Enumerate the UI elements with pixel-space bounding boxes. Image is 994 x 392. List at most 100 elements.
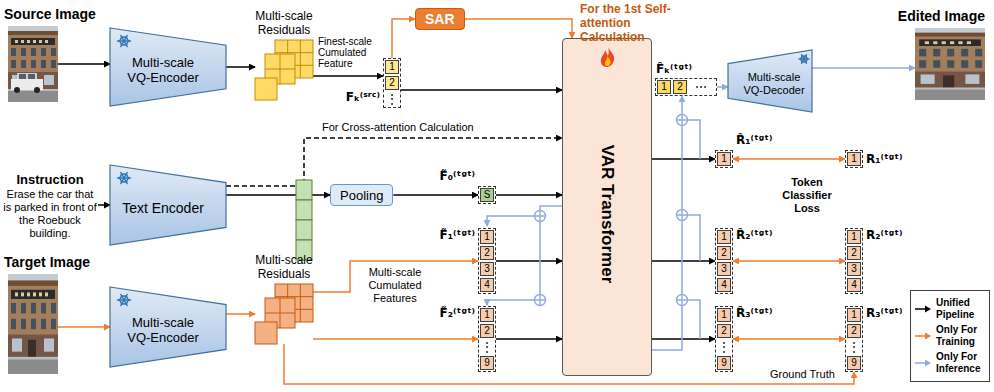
photo-region	[31, 48, 36, 56]
arrow	[58, 63, 110, 65]
token-number: 1	[721, 309, 727, 321]
photo-region	[28, 340, 36, 357]
photo-region	[943, 75, 954, 87]
photo-region	[34, 87, 40, 93]
node-heading: Target Image	[4, 254, 90, 270]
photo-region	[27, 292, 30, 296]
photo-region	[915, 33, 985, 88]
token-cell: 2	[847, 246, 861, 260]
photo-region	[11, 60, 16, 68]
photo-region	[33, 292, 36, 296]
photo-region	[8, 72, 58, 89]
token-number: 9	[851, 357, 857, 369]
token-cell: 2	[385, 76, 399, 90]
token-cell: 2	[717, 246, 731, 260]
token-cell: 4	[480, 278, 494, 292]
inference-wire	[688, 300, 700, 339]
grid-square	[255, 78, 277, 100]
annotation: For the 1st Self-attention Calculation	[580, 2, 672, 44]
arrow	[392, 19, 415, 58]
token-cell: 3	[847, 262, 861, 276]
block-label: Multi-scale VQ-Encoder	[122, 293, 204, 367]
token-number: 1	[484, 231, 490, 243]
node-heading: F̃₀⁽ᵗᵍᵗ⁾	[440, 168, 475, 184]
photo-region	[41, 319, 46, 330]
token-number: 3	[721, 263, 727, 275]
photo-region	[8, 357, 58, 360]
arrow	[812, 67, 915, 69]
icon-stroke	[121, 294, 128, 305]
node-heading: F̂ₖ⁽ᵗᵍᵗ⁾	[656, 61, 692, 77]
legend-text: Unified Pipeline	[936, 297, 986, 321]
token-cell: 1	[847, 308, 861, 322]
photo-region	[921, 74, 935, 83]
photo-region	[51, 303, 56, 314]
token-cell: 2	[847, 324, 861, 338]
photo-region	[950, 41, 954, 44]
arrow	[226, 66, 255, 68]
photo-region	[17, 73, 37, 80]
loss-label: Token Classifier Loss	[774, 176, 840, 215]
photo-region	[11, 319, 16, 330]
arrow	[652, 158, 715, 160]
node-heading: F̃₁⁽ᵗᵍᵗ⁾	[440, 227, 475, 243]
block-label: Multi-scale VQ-Decoder	[742, 56, 806, 112]
photo-region	[21, 319, 26, 330]
arrow	[496, 338, 562, 340]
arrow	[393, 194, 478, 196]
icon-stroke	[121, 294, 128, 305]
photo-region	[27, 40, 30, 43]
token-cell: 9	[480, 356, 494, 370]
token-column: F̂ₖ⁽ᵗᵍᵗ⁾12	[655, 78, 717, 96]
flame-outer	[601, 47, 614, 67]
photo-region	[19, 74, 26, 79]
sum-symbol	[535, 211, 546, 222]
token-column: F̃₀⁽ᵗᵍᵗ⁾S	[478, 186, 496, 204]
photo-panel: Edited Image	[915, 28, 985, 100]
photo-region	[919, 49, 926, 57]
photo-region	[15, 292, 18, 296]
block-label: Instruction	[2, 172, 98, 188]
residual-stack: Multi-scale Residuals	[255, 40, 313, 100]
arrow	[313, 338, 478, 340]
grid-square	[255, 322, 277, 344]
token-number: 1	[721, 153, 727, 165]
edge-label: Ground Truth	[770, 368, 835, 380]
icon-stroke	[124, 173, 128, 176]
arrow	[652, 338, 715, 340]
legend-arrow-line	[915, 335, 926, 337]
token-column: R̂₁⁽ᵗᵍᵗ⁾1	[715, 150, 733, 168]
photo-region	[958, 41, 962, 44]
trapezoid	[110, 287, 226, 367]
arrow	[58, 326, 110, 328]
token-cell: S	[480, 188, 494, 202]
photo-region	[45, 292, 48, 296]
node-heading: F̃₂⁽ᵗᵍᵗ⁾	[440, 305, 475, 321]
embedding-cell	[296, 180, 312, 200]
token-column: R₂⁽ᵗᵍᵗ⁾1234	[845, 228, 863, 294]
block-label: SAR	[425, 11, 455, 27]
legend: Unified PipelineOnly For TrainingOnly Fo…	[910, 290, 990, 382]
legend-arrow-line	[915, 308, 926, 310]
token-cell: 2	[717, 324, 731, 338]
residual-grids	[255, 40, 313, 100]
inference-wire	[688, 215, 700, 261]
photo-region	[11, 48, 16, 56]
icon-stroke	[121, 172, 128, 183]
token-cell: 1	[385, 60, 399, 74]
ellipsis: ⋮	[846, 339, 862, 355]
photo-region	[44, 338, 54, 351]
grid-line	[275, 52, 313, 53]
photo-region	[965, 74, 979, 83]
legend-arrow-head	[925, 333, 931, 340]
token-number: 3	[851, 263, 857, 275]
token-cell: 4	[847, 278, 861, 292]
photo-region	[961, 60, 968, 68]
photo-region	[8, 26, 58, 102]
photo-region	[39, 292, 42, 296]
arrow	[652, 96, 682, 350]
token-cell: 1	[717, 308, 731, 322]
photo-region	[21, 40, 24, 43]
block-label: Multi-scale VQ-Encoder	[122, 34, 204, 106]
photo-region	[8, 357, 58, 374]
